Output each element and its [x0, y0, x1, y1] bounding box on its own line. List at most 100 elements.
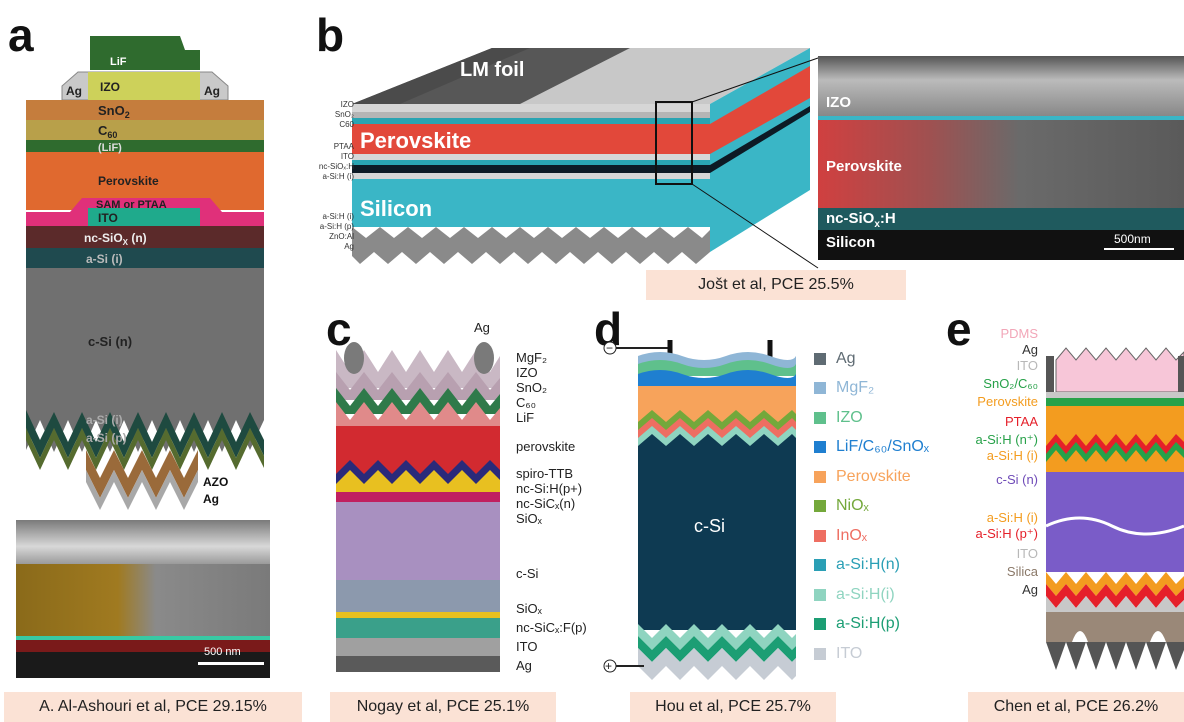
- c-label-siox2: SiOₓ: [516, 601, 542, 616]
- c-ag-top-label: Ag: [474, 320, 490, 335]
- ag-bottom-label: Ag: [203, 492, 219, 506]
- e-layer-label: a-Si:H (i): [986, 448, 1038, 463]
- d-legend-label: NiOₓ: [836, 497, 869, 515]
- b-side-ncsiox: [710, 106, 810, 173]
- c-label-izo: IZO: [516, 365, 538, 380]
- panel-d-stack-diagram: − + c-Si: [603, 340, 796, 680]
- e-silica-openings: [1072, 631, 1166, 642]
- b-label-ptaa: PTAA: [333, 142, 354, 151]
- e-ito-back: [1046, 596, 1184, 612]
- e-pdms: [1055, 347, 1184, 393]
- sem-a-perovskite: [16, 564, 270, 636]
- c-siox-bottom: [336, 580, 500, 612]
- e-asih-i-back: [1046, 572, 1184, 596]
- b-label-ag: Ag: [344, 242, 354, 251]
- d-asih-i-back: [638, 624, 796, 650]
- c-label-sno2: SnO₂: [516, 380, 548, 395]
- b-ncsiox: [352, 165, 710, 173]
- sem-b-silicon: [818, 230, 1184, 260]
- c-label-csi: c-Si: [516, 566, 539, 581]
- zoom-box: [655, 101, 693, 185]
- d-lif-c60-snox: [638, 370, 796, 388]
- c-mgf2: [336, 350, 500, 388]
- d-legend-swatch: [814, 500, 826, 513]
- d-legend-swatch: [814, 352, 826, 365]
- b-label-asih-p: a-Si:H (p): [319, 222, 354, 231]
- panel-c-labels: MgF₂ IZO SnO₂ C₆₀ LiF perovskite spiro-T…: [516, 350, 587, 673]
- panel-letter-a: a: [8, 9, 34, 61]
- b-label-izo: IZO: [340, 100, 354, 109]
- c-sno2: [336, 388, 500, 414]
- b-label-ncsiox: nc-SiOₓ:H: [318, 162, 354, 171]
- e-layer-label: Ag: [1022, 582, 1038, 597]
- sem-b-perovskite-label: Perovskite: [826, 158, 902, 175]
- sem-b-ncsiox: [818, 208, 1184, 230]
- c60-label: C60: [98, 123, 117, 140]
- panel-e-stack-diagram: [1045, 347, 1184, 670]
- c-label-siox: SiOₓ: [516, 511, 542, 526]
- b-perovskite: [352, 124, 710, 154]
- sam-label: SAM or PTAA: [96, 199, 167, 211]
- d-legend-item: IZO: [814, 403, 964, 433]
- e-layer-label: Silica: [1006, 564, 1038, 579]
- c-label-c60: C₆₀: [516, 395, 537, 410]
- b-izo: [352, 104, 710, 112]
- b-ptaa: [352, 154, 710, 160]
- b-label-sno2: SnO₂: [334, 110, 354, 119]
- zoom-line-top: [691, 57, 819, 103]
- e-layer-label: ITO: [1016, 546, 1038, 561]
- b-perovskite-label: Perovskite: [360, 128, 471, 153]
- d-legend-item: LiF/C₆₀/SnOₓ: [814, 433, 964, 463]
- c-label-lif: LiF: [516, 410, 535, 425]
- d-legend-item: MgF₂: [814, 374, 964, 404]
- c-ncsicf: [336, 612, 500, 618]
- d-ito: [638, 648, 796, 680]
- ncsiox-label: nc-SiOX (n): [84, 231, 147, 247]
- b-back-texture: [352, 227, 710, 264]
- panel-b-layer-labels: IZO SnO₂ C60 PTAA ITO nc-SiOₓ:H a-Si:H (…: [290, 100, 354, 252]
- e-sno2-c60: [1046, 398, 1184, 406]
- c-perovskite: [336, 426, 500, 474]
- d-legend-swatch: [814, 441, 826, 454]
- d-minus-terminal: [603, 341, 617, 355]
- d-legend-label: MgF₂: [836, 379, 875, 397]
- sem-b-izo-label: IZO: [826, 94, 851, 111]
- c60-layer: [26, 120, 264, 140]
- e-ag-left: [1046, 356, 1054, 392]
- lif-top-layer: [90, 36, 200, 70]
- c-ncsi: [336, 470, 500, 492]
- d-legend-item: NiOₓ: [814, 492, 964, 522]
- panel-letter-c: c: [326, 303, 352, 355]
- c-label-ag: Ag: [516, 658, 532, 673]
- lif-label: (LiF): [98, 142, 122, 154]
- d-legend-label: a-Si:H(p): [836, 615, 901, 633]
- csi-label: c-Si (n): [88, 334, 132, 349]
- izo-layer: [88, 72, 200, 100]
- caption-e: Chen et al, PCE 26.2%: [968, 692, 1184, 722]
- caption-c: Nogay et al, PCE 25.1%: [330, 692, 556, 722]
- perovskite-label: Perovskite: [98, 174, 159, 188]
- sem-a-ncsiox-band: [16, 640, 270, 652]
- sem-b-scale-bar: [1104, 248, 1174, 250]
- d-asih-p: [638, 636, 796, 662]
- panel-a-stack-diagram: LiF Ag IZO Ag SnO2 C60 (LiF) Perovskite …: [26, 36, 264, 510]
- c-label-spiro: spiro-TTB: [516, 466, 574, 481]
- sem-b-perovskite: [818, 120, 1184, 208]
- e-layer-label: a-Si:H (n⁺): [975, 432, 1038, 447]
- c-label-perovskite: perovskite: [516, 439, 576, 454]
- ag-right-label: Ag: [204, 84, 220, 98]
- sem-b-scale-label: 500nm: [1114, 232, 1151, 246]
- d-legend-swatch: [814, 618, 826, 631]
- azo-layer: [86, 450, 198, 498]
- lif-layer: [26, 140, 264, 152]
- d-csi-label: c-Si: [694, 516, 725, 536]
- d-legend-swatch: [814, 588, 826, 601]
- sem-b-izo: [818, 56, 1184, 116]
- d-perovskite: [638, 386, 796, 422]
- caption-a: A. Al-Ashouri et al, PCE 29.15%: [4, 692, 302, 722]
- azo-label: AZO: [203, 475, 228, 489]
- d-legend-item: a-Si:H(i): [814, 580, 964, 610]
- sem-b-c60: [818, 116, 1184, 120]
